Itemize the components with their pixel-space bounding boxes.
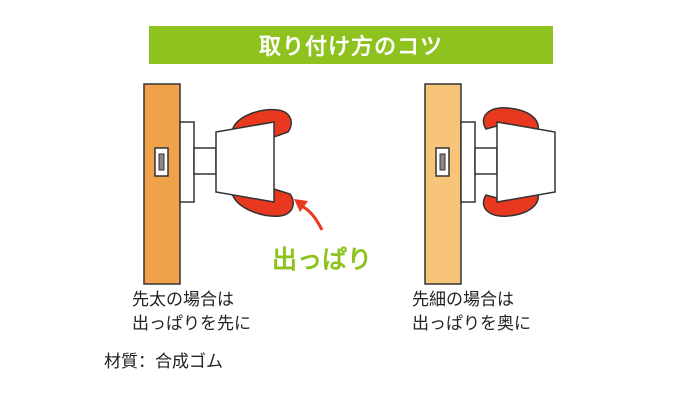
right-caption: 先細の場合は 出っぱりを奥に: [412, 288, 531, 336]
left-door-panel: [143, 83, 181, 285]
left-wall-plate: [179, 121, 195, 203]
right-wall-plate: [460, 121, 476, 203]
diagram-title: 取り付け方のコツ: [258, 35, 443, 60]
left-caption-line-1: 先太の場合は: [132, 290, 234, 310]
right-stopper-body: [496, 121, 556, 203]
material-note: 材質：合成ゴム: [104, 352, 223, 372]
title-banner: 取り付け方のコツ: [149, 26, 553, 64]
right-door-panel: [424, 83, 462, 285]
right-latch-slot: [439, 153, 446, 171]
callout-arrow-head: [294, 199, 308, 212]
protrusion-callout: 出っぱり: [272, 245, 373, 274]
left-latch-slot: [158, 153, 165, 171]
right-illustration: [424, 83, 556, 285]
right-stem: [474, 147, 498, 175]
left-caption-line-2: 出っぱりを先に: [132, 314, 251, 334]
left-stem: [193, 147, 217, 175]
left-caption: 先太の場合は 出っぱりを先に: [132, 288, 251, 336]
left-illustration: [143, 83, 324, 285]
right-caption-line-1: 先細の場合は: [412, 290, 514, 310]
right-caption-line-2: 出っぱりを奥に: [412, 314, 531, 334]
callout-arrow: [299, 203, 324, 231]
left-stopper-body: [215, 121, 275, 203]
